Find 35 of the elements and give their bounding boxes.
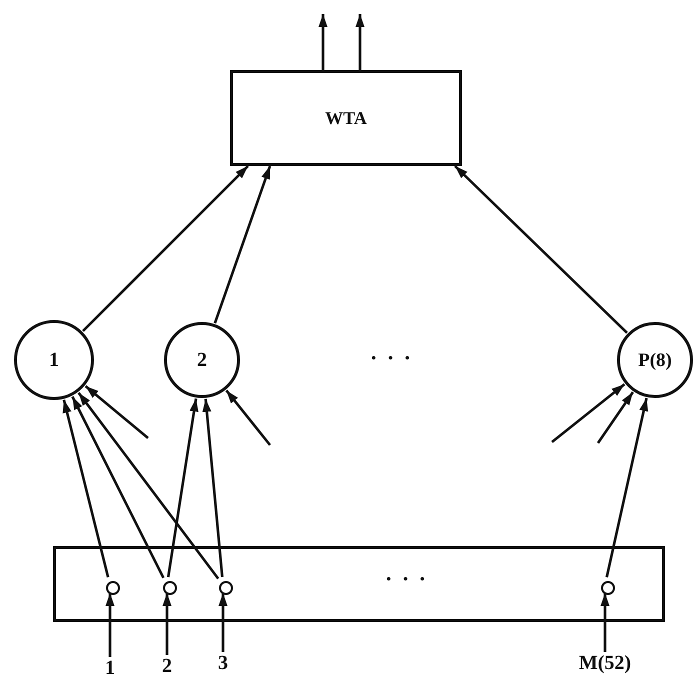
arrow: [84, 385, 149, 439]
ellipsis: · · ·: [385, 566, 428, 592]
arrow: [82, 165, 249, 332]
arrow: [162, 593, 172, 655]
input-node-circle: [219, 581, 233, 595]
node-label: P(8): [638, 350, 672, 370]
arrow: [202, 398, 224, 578]
arrow: [166, 398, 198, 578]
node-label: 2: [197, 350, 207, 370]
arrow: [218, 593, 228, 652]
arrow: [356, 14, 364, 70]
input-label: 3: [218, 653, 228, 673]
arrow: [600, 593, 610, 652]
arrow: [551, 383, 626, 444]
arrow: [454, 165, 628, 334]
arrow: [318, 14, 328, 70]
arrow: [71, 396, 165, 578]
input-node-circle: [106, 581, 120, 595]
input-node-circle: [163, 581, 177, 595]
arrow: [214, 166, 272, 324]
arrow: [225, 390, 272, 446]
ellipsis: · · ·: [370, 345, 414, 371]
input-label: M(52): [578, 653, 632, 673]
input-layer-box: [53, 546, 665, 622]
arrow: [596, 391, 634, 444]
arrow: [106, 593, 114, 657]
arrow: [78, 392, 220, 580]
input-label: 1: [105, 658, 115, 678]
arrow: [62, 399, 110, 578]
process-box: [230, 70, 462, 166]
arrow: [605, 398, 648, 578]
input-label: 2: [162, 656, 172, 676]
node-label: 1: [49, 350, 59, 370]
input-node-circle: [601, 581, 615, 595]
node-label: WTA: [325, 109, 367, 127]
